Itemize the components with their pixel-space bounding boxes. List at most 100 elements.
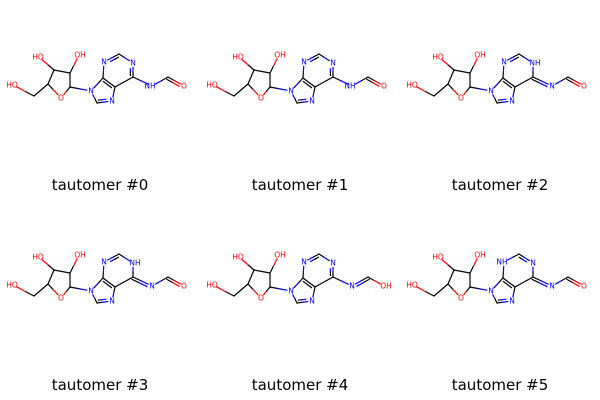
bond-line [112, 253, 120, 258]
bond-line [173, 79, 181, 85]
bond-line [53, 69, 71, 74]
bond-line [161, 76, 169, 82]
hydroxyl-label: HO [406, 281, 418, 290]
bond-line [113, 286, 116, 293]
double-bond-line [302, 280, 313, 289]
hydroxyl-label: OH [274, 251, 286, 260]
bond-line [313, 86, 316, 93]
bond-line [463, 290, 468, 296]
bond-line [513, 86, 516, 93]
bond-line [167, 276, 175, 282]
bond-line [140, 79, 149, 85]
bond-line [113, 86, 116, 93]
bond-line [247, 283, 254, 291]
double-bond-line [501, 298, 507, 301]
bond-line [112, 53, 120, 58]
bond-line [269, 86, 280, 90]
bond-line [567, 276, 575, 282]
nitrogen-label: NH [344, 82, 355, 91]
bond-line [101, 300, 109, 303]
double-bond-line [172, 282, 180, 287]
hydroxyl-label: HO [232, 53, 244, 62]
bond-line [292, 94, 296, 100]
bond-line [313, 286, 316, 293]
bond-line [253, 69, 271, 74]
bond-line [247, 83, 254, 91]
bond-line [123, 56, 131, 62]
bond-line [101, 100, 109, 103]
bond-line [555, 79, 563, 85]
bond-line [477, 88, 488, 91]
double-bond-line [518, 256, 524, 261]
bond-line [66, 86, 71, 92]
bond-line [123, 256, 131, 262]
bond-line [155, 79, 163, 85]
bond-line [233, 283, 249, 297]
bond-line [513, 286, 516, 293]
double-bond-line [166, 78, 174, 84]
double-bond-line [531, 278, 541, 284]
bond-line [107, 56, 114, 61]
bond-line [72, 58, 78, 67]
double-bond-line [110, 258, 116, 263]
bond-line [433, 83, 449, 97]
bond-line [561, 76, 569, 82]
nitrogen-label: N [288, 87, 294, 96]
bond-line [96, 101, 104, 104]
bond-line [114, 276, 134, 288]
bond-line [453, 269, 471, 274]
tautomer-caption-3: tautomer #3 [51, 376, 149, 394]
bond-line [494, 98, 498, 104]
double-bond-line [313, 256, 320, 260]
bond-line [355, 79, 363, 85]
nitrogen-label: NH [129, 259, 140, 268]
bond-line [167, 76, 175, 82]
bond-line [33, 283, 49, 297]
bond-line [301, 100, 309, 103]
bond-line [463, 90, 468, 96]
bond-line [373, 279, 381, 285]
double-bond-line [502, 280, 513, 289]
double-bond-line [538, 82, 548, 88]
bond-line [52, 88, 59, 96]
bond-line [512, 291, 515, 298]
bond-line [247, 64, 255, 71]
nitrogen-label: N [530, 259, 536, 268]
bond-line [416, 286, 426, 293]
double-bond-line [522, 258, 528, 263]
nitrogen-label: N [130, 59, 136, 68]
bond-line [24, 90, 35, 97]
hydroxyl-label: HO [432, 253, 444, 262]
bond-line [161, 276, 169, 282]
bond-line [555, 279, 563, 285]
nitrogen-label: N [288, 287, 294, 296]
bond-line [93, 282, 100, 289]
nitrogen-label: N [301, 58, 307, 67]
bond-line [512, 91, 515, 98]
bond-line [492, 94, 496, 100]
hydroxyl-label: OH [474, 251, 486, 260]
bond-line [518, 53, 525, 58]
oxygen-label: O [581, 282, 587, 291]
nitrogen-label: N [101, 258, 107, 267]
bond-line [502, 277, 516, 288]
nitrogen-label: N [309, 97, 315, 106]
double-bond-line [566, 78, 574, 84]
double-bond-line [113, 56, 120, 60]
bond-line [263, 290, 268, 296]
oxygen-label: O [58, 94, 64, 103]
bond-line [47, 283, 54, 291]
double-bond-line [497, 299, 503, 301]
bond-line [312, 91, 315, 98]
bond-line [47, 269, 55, 285]
bond-line [540, 79, 549, 85]
bond-line [361, 276, 369, 282]
oxygen-label: O [258, 294, 264, 303]
nitrogen-label: NH [144, 82, 155, 91]
bond-line [97, 77, 104, 84]
bond-line [340, 279, 349, 285]
